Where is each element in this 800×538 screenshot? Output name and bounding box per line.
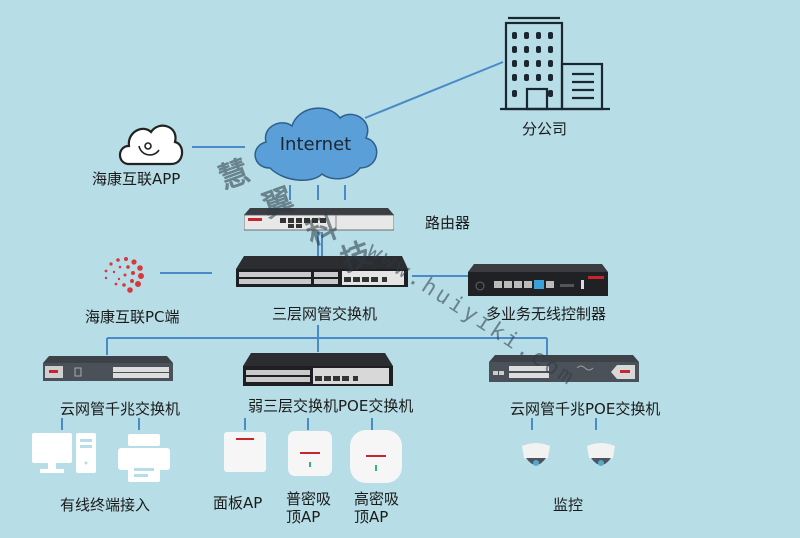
surveillance-label: 监控 [553,496,584,514]
normal-ceiling-ap-device [288,431,332,477]
normal-ceiling-ap-label-line2: 顶AP [286,508,321,526]
internet-cloud: Internet [248,98,383,186]
building-icon [500,16,610,111]
cloud-gigabit-switch-label: 云网管千兆交换机 [60,400,181,418]
router-device [243,206,395,232]
dome-camera-icon [520,442,552,472]
internet-label: Internet [279,134,352,155]
cloud-icon [254,107,378,181]
branch-office-building [500,14,610,112]
poe-switch-device [243,352,393,388]
cloud-gigabit-switch-device [43,355,173,383]
desktop-computer-icon [32,433,100,483]
wireless-controller-label: 多业务无线控制器 [486,305,607,323]
router-label: 路由器 [425,214,471,232]
core-switch-label: 三层网管交换机 [272,305,378,323]
high-ceiling-ap-label: 高密吸 顶AP [354,490,399,526]
core-switch-device [236,255,408,289]
normal-ceiling-ap-label-line1: 普密吸 [286,490,332,508]
high-ceiling-ap-device [350,430,402,484]
printer-icon [118,434,170,484]
wired-terminals-label: 有线终端接入 [60,496,151,514]
panel-ap-label: 面板AP [213,494,263,512]
app-label: 海康互联APP [92,170,181,188]
dome-camera-icon [585,442,617,472]
high-ceiling-ap-label-line1: 高密吸 [354,490,400,508]
pc-client-logo-icon [100,254,146,294]
normal-ceiling-ap-label: 普密吸 顶AP [286,490,331,526]
app-cloud-icon [115,118,185,168]
pc-client-label: 海康互联PC端 [85,308,180,326]
cloud-poe-switch-label: 云网管千兆POE交换机 [510,400,661,418]
poe-switch-label: 弱三层交换机POE交换机 [248,397,414,415]
panel-ap-device [224,432,266,474]
high-ceiling-ap-label-line2: 顶AP [354,508,389,526]
cloud-poe-switch-device [489,354,639,384]
wireless-controller-device [468,262,608,298]
branch-office-label: 分公司 [522,120,568,138]
